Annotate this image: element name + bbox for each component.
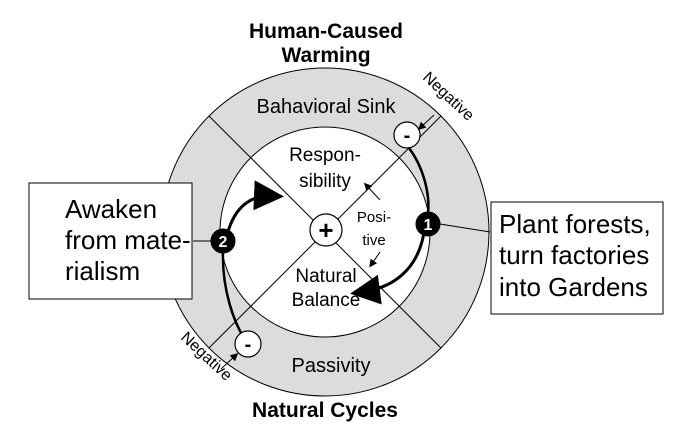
positive-label-line-2: tive <box>362 232 385 249</box>
inner-label-bottom-line-1: Natural <box>295 266 356 287</box>
title-top-line-1: Human-Caused <box>249 20 403 43</box>
box-right-line-1: Plant forests, <box>499 209 651 239</box>
positive-arrow-up <box>363 182 381 201</box>
box-left-line-3: rialism <box>65 256 140 286</box>
connector-right-box <box>439 223 491 233</box>
box-right-line-2: turn factories <box>499 240 649 270</box>
ring-label-top: Bahavioral Sink <box>257 96 397 118</box>
inner-label-top-line-1: Respon- <box>289 145 361 166</box>
minus-symbol-top-right: - <box>404 125 411 147</box>
title-bottom: Natural Cycles <box>252 399 398 422</box>
box-left-line-1: Awaken <box>65 194 157 224</box>
center-plus-symbol: + <box>318 215 333 245</box>
badge-2-number: 2 <box>219 234 228 251</box>
title-top-line-2: Warming <box>281 44 370 67</box>
minus-symbol-bottom-left: - <box>245 334 252 356</box>
ring-label-bottom: Passivity <box>292 355 371 377</box>
box-left <box>28 182 193 300</box>
box-right-line-3: into Gardens <box>499 272 648 302</box>
box-left-line-2: from mate- <box>65 225 191 255</box>
negative-arrow-top-right <box>417 114 435 131</box>
inner-label-bottom-line-2: Balance <box>292 290 361 311</box>
connector-top-right <box>407 147 430 214</box>
center-plus-circle <box>309 213 343 247</box>
negative-arrow-bottom-left <box>220 352 239 370</box>
minus-circle-top-right <box>393 121 421 149</box>
positive-label-line-1: Posi- <box>357 209 391 226</box>
minus-circle-bottom-left <box>234 330 262 358</box>
positive-arrow-down <box>369 251 381 268</box>
box-right <box>490 201 664 315</box>
badge-1-number: 1 <box>424 217 433 234</box>
inner-label-top-line-2: sibility <box>299 171 351 192</box>
